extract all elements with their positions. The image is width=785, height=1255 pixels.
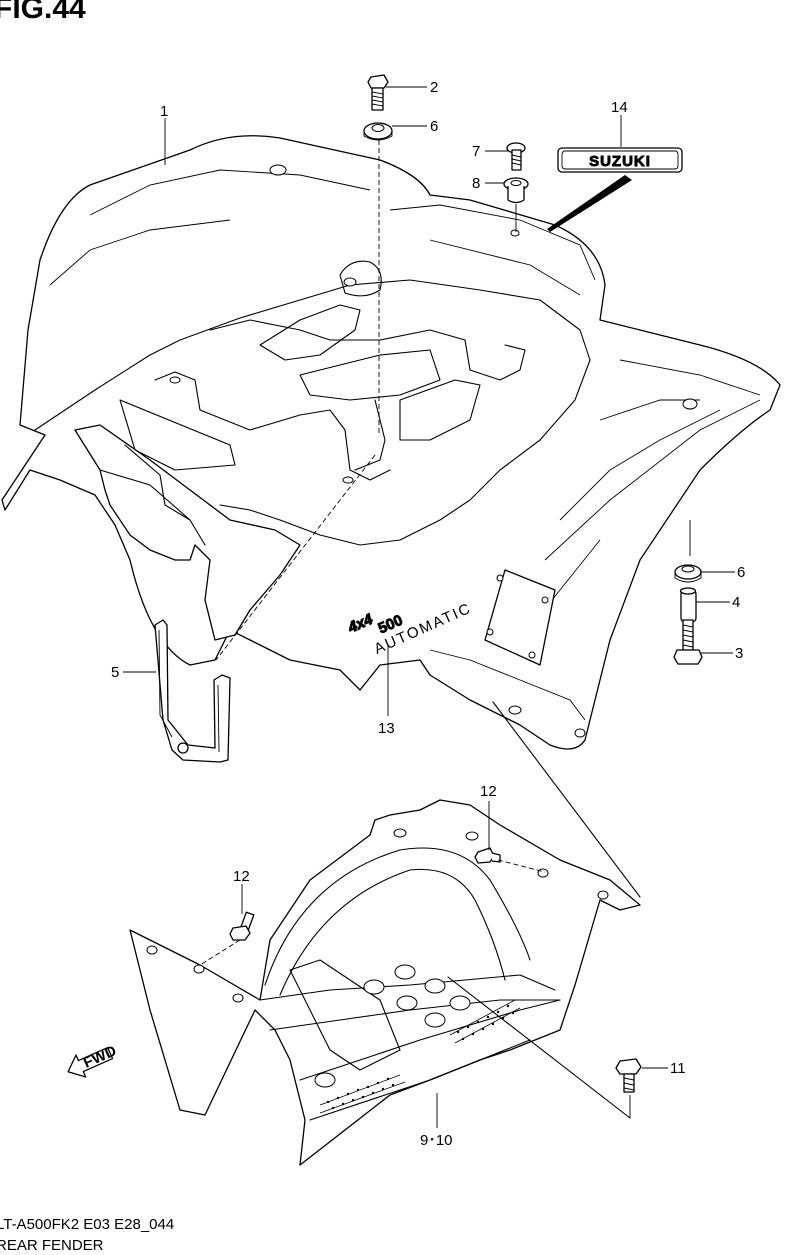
- suzuki-emblem-text: SUZUKI: [589, 153, 651, 170]
- figure-code: LT-A500FK2 E03 E28_044: [0, 1216, 175, 1233]
- callout-2: 2: [430, 79, 438, 96]
- figure-caption: REAR FENDER: [0, 1237, 104, 1254]
- grommet-part-6-right: [674, 564, 702, 583]
- bracket-part-5: [154, 619, 231, 763]
- callout-13: 13: [378, 720, 395, 737]
- bolt-part-11: [615, 1058, 642, 1093]
- callout-leaders: [123, 86, 735, 1128]
- rear-fender-part-1: [1, 135, 781, 750]
- bolt-part-3: [673, 619, 703, 665]
- callout-6-right: 6: [737, 564, 745, 581]
- fwd-direction-arrow-icon: FWD: [67, 1042, 119, 1078]
- callout-labels: 1 2 6 7 8 14 6 4 3 5 13 12 12 11 9･10: [111, 79, 745, 1149]
- assembly-lines: [199, 140, 691, 1119]
- callout-5: 5: [111, 664, 119, 681]
- callout-11: 11: [670, 1060, 686, 1077]
- callout-8: 8: [472, 175, 480, 192]
- grommet-part-6-top: [363, 122, 393, 141]
- screw-part-7: [506, 142, 526, 171]
- callout-4: 4: [732, 594, 740, 611]
- figure-title: FIG.44: [0, 0, 86, 25]
- callout-14: 14: [611, 99, 628, 116]
- collar-part-4: [679, 587, 697, 623]
- bolt-part-2: [367, 74, 389, 111]
- bolt-part-12-right: [474, 847, 501, 864]
- callout-1: 1: [160, 103, 168, 120]
- callout-6-top: 6: [430, 118, 438, 135]
- callout-12-left: 12: [233, 868, 250, 885]
- footrest-part-9-10: [129, 799, 641, 1166]
- callout-12-right: 12: [480, 783, 497, 800]
- nut-part-8: [503, 177, 529, 204]
- callout-7: 7: [472, 143, 480, 160]
- suzuki-emblem-part-14: SUZUKI: [547, 147, 683, 232]
- fwd-label: FWD: [81, 1042, 119, 1071]
- bolt-part-12-left: [229, 911, 255, 941]
- callout-3: 3: [735, 645, 743, 662]
- callout-9-10: 9･10: [420, 1132, 453, 1149]
